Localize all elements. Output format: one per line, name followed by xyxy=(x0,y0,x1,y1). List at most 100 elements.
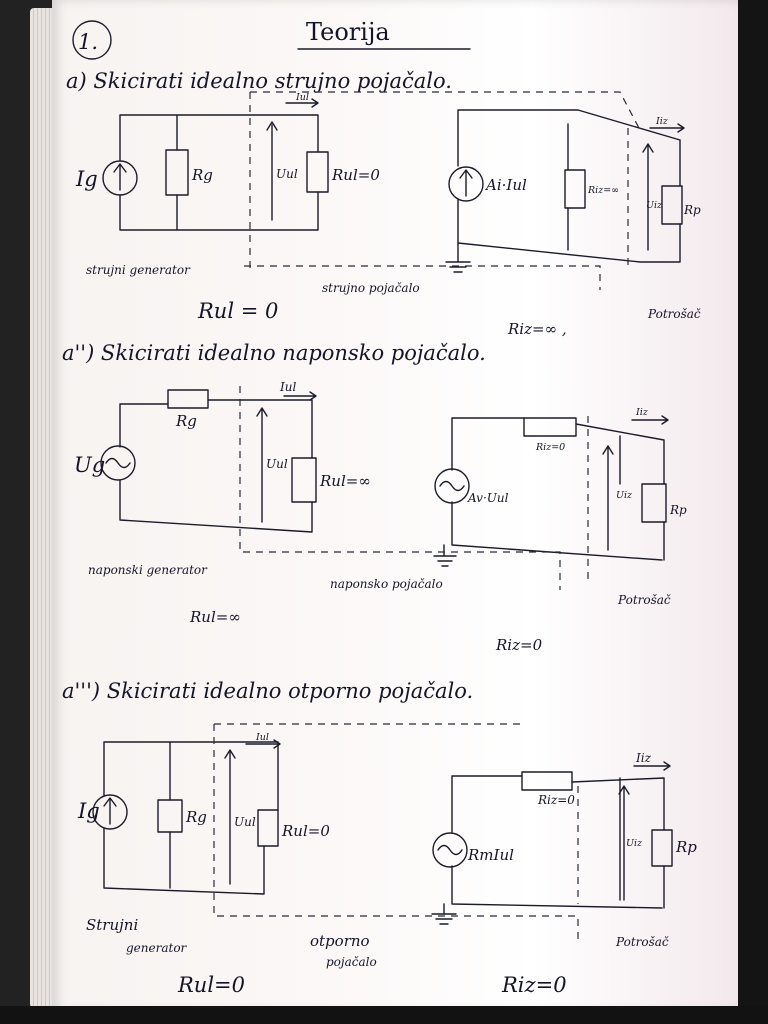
voltage-amp-heading: a'') Skicirati idealno naponsko pojačalo… xyxy=(62,341,486,365)
ig-label: Ig xyxy=(77,799,100,823)
uul-label: Uul xyxy=(266,457,288,471)
page-header: 1. Teorija xyxy=(72,18,471,60)
voltage-amp-input-wiring xyxy=(119,399,313,533)
amplifier-boundary xyxy=(213,723,579,940)
uiz-arrow-icon xyxy=(642,143,654,251)
amplifier-boundary xyxy=(239,386,589,590)
rp-resistor xyxy=(651,829,673,867)
current-source-icon xyxy=(92,794,128,830)
rg-resistor xyxy=(165,149,189,196)
source-label: Av·Uul xyxy=(467,491,509,505)
rul-value: Rul=∞ xyxy=(189,608,241,626)
section-resistive-amplifier: a''') Skicirati idealno otporno pojačalo… xyxy=(62,679,697,997)
uiz-arrow-icon xyxy=(602,445,614,551)
caption-amplifier-line1: otporno xyxy=(310,932,370,950)
riz-resistor xyxy=(523,417,577,437)
uul-arrow-icon xyxy=(256,407,268,523)
dependent-current-source-icon xyxy=(448,166,484,202)
rp-label: Rp xyxy=(683,203,701,217)
ground-icon xyxy=(431,903,457,925)
rg-resistor xyxy=(167,389,209,409)
ac-wave-icon xyxy=(105,457,131,469)
caption-amplifier: naponsko pojačalo xyxy=(330,577,443,591)
ig-label: Ig xyxy=(75,167,98,191)
section-current-amplifier: a) Skicirati idealno strujno pojačalo. I… xyxy=(66,69,701,338)
amplifier-boundary xyxy=(244,91,641,290)
rg-label: Rg xyxy=(185,808,207,826)
iiz-arrow-icon xyxy=(631,415,669,425)
caption-amplifier-line2: pojačalo xyxy=(326,955,377,969)
iul-arrow-icon xyxy=(245,739,281,749)
uiz-label: Uiz xyxy=(626,838,643,849)
rg-resistor xyxy=(157,799,183,833)
caption-load: Potrošač xyxy=(647,307,701,321)
current-source-arrow-icon xyxy=(113,163,127,191)
dark-margin-bottom xyxy=(0,1006,768,1024)
ac-wave-icon xyxy=(439,480,465,492)
uul-arrow-icon xyxy=(266,121,278,221)
dependent-source-arrow-icon xyxy=(459,169,473,197)
uul-label: Uul xyxy=(276,167,298,181)
rg-label: Rg xyxy=(175,412,197,430)
iiz-arrow-icon xyxy=(649,123,685,133)
rp-resistor xyxy=(661,185,683,225)
riz-resistor xyxy=(564,169,586,209)
voltage-amp-output-wiring xyxy=(451,417,665,561)
current-source-icon xyxy=(102,160,138,196)
resistive-amp-heading: a''') Skicirati idealno otporno pojačalo… xyxy=(62,679,473,703)
iul-label: Iul xyxy=(279,380,296,394)
rul-value: Rul = 0 xyxy=(197,299,278,323)
rul-label: Rul=0 xyxy=(331,166,380,184)
ground-icon xyxy=(433,544,457,567)
caption-generator-line2: generator xyxy=(126,941,188,955)
riz-value: Riz=0 xyxy=(501,973,567,997)
iul-arrow-icon xyxy=(285,98,319,108)
ac-wave-icon xyxy=(437,844,463,856)
uul-label: Uul xyxy=(234,815,256,829)
dark-margin-right xyxy=(738,0,768,1024)
caption-generator: naponski generator xyxy=(88,563,208,577)
rul-label: Rul=0 xyxy=(281,822,330,840)
iul-arrow-icon xyxy=(283,391,317,401)
iiz-arrow-icon xyxy=(633,761,671,771)
rp-label: Rp xyxy=(669,503,687,517)
iul-label: Iul xyxy=(295,92,309,103)
riz-resistor xyxy=(521,771,573,791)
ground-icon xyxy=(445,242,471,273)
resistive-amp-input-wiring xyxy=(103,741,279,895)
caption-amplifier: strujno pojačalo xyxy=(322,281,420,295)
caption-load: Potrošač xyxy=(615,935,669,949)
caption-load: Potrošač xyxy=(617,593,671,607)
rul-value: Rul=0 xyxy=(177,973,245,997)
iiz-label: Iiz xyxy=(635,407,649,418)
dependent-voltage-source-icon xyxy=(432,832,468,868)
iiz-label: Iiz xyxy=(655,116,669,127)
rp-resistor xyxy=(641,483,667,523)
caption-generator-line1: Strujni xyxy=(86,916,138,934)
current-source-arrow-icon xyxy=(103,797,117,825)
page-title: Teorija xyxy=(306,18,390,46)
riz-value: Riz=∞ , xyxy=(507,320,567,338)
page-number: 1. xyxy=(78,30,98,54)
rul-label: Rul=∞ xyxy=(319,472,371,490)
riz-label: Riz=0 xyxy=(537,793,575,807)
source-label: Ai·Iul xyxy=(484,176,527,194)
rul-resistor xyxy=(306,151,329,193)
rg-label: Rg xyxy=(191,166,213,184)
voltage-source-icon xyxy=(100,445,136,481)
dependent-voltage-source-icon xyxy=(434,468,470,504)
uul-arrow-icon xyxy=(224,749,236,885)
current-amp-heading: a) Skicirati idealno strujno pojačalo. xyxy=(66,69,452,93)
iul-label: Iul xyxy=(255,732,269,743)
uiz-arrow-icon xyxy=(618,785,630,901)
caption-generator: strujni generator xyxy=(86,263,191,277)
riz-label: Riz=0 xyxy=(535,442,565,453)
rul-resistor xyxy=(257,809,279,847)
ug-label: Ug xyxy=(74,453,105,477)
resistive-amp-output-wiring xyxy=(451,775,665,909)
current-amp-input-wiring xyxy=(119,114,319,231)
iiz-label: Iiz xyxy=(635,751,652,765)
uiz-label: Uiz xyxy=(616,490,633,501)
rul-resistor xyxy=(291,457,317,503)
